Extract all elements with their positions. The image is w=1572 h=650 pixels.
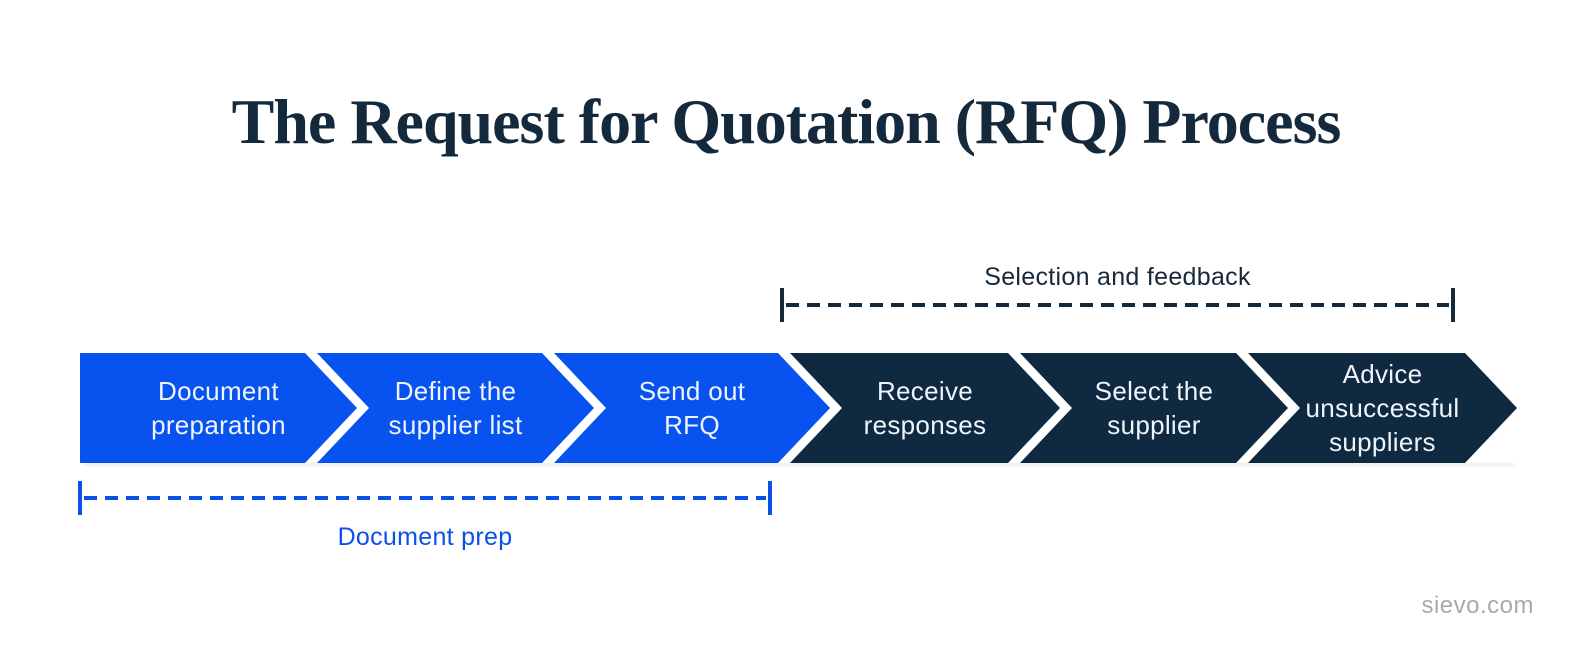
step-label: Send out RFQ <box>638 376 746 440</box>
process-step-send-out-rfq: Send out RFQ <box>554 353 830 463</box>
band-shadow <box>84 463 1514 466</box>
selection-feedback-label: Selection and feedback <box>984 263 1251 291</box>
process-step-advice-unsuccessful-suppliers: Advice unsuccessful suppliers <box>1248 353 1517 463</box>
document-prep-label: Document prep <box>337 523 513 551</box>
process-chevron-band: Document preparation Define the supplier… <box>0 353 1572 463</box>
bracket-end-cap-right <box>768 481 772 515</box>
dashed-range-line <box>786 303 1449 307</box>
step-label: Advice unsuccessful suppliers <box>1305 359 1460 457</box>
step-label: Define the supplier list <box>388 376 523 440</box>
process-step-receive-responses: Receive responses <box>790 353 1060 463</box>
document-prep-bracket: Document prep <box>78 481 772 561</box>
dashed-range-line <box>84 496 766 500</box>
step-label: Receive responses <box>863 376 987 440</box>
step-label: Select the supplier <box>1094 376 1214 440</box>
bracket-end-cap-left <box>780 288 784 322</box>
bracket-end-cap-right <box>1451 288 1455 322</box>
process-step-define-supplier-list: Define the supplier list <box>317 353 594 463</box>
step-label: Document preparation <box>151 376 286 440</box>
sievo-watermark: sievo.com <box>1421 592 1534 619</box>
process-step-document-preparation: Document preparation <box>80 353 357 463</box>
process-step-select-supplier: Select the supplier <box>1020 353 1288 463</box>
page-title: The Request for Quotation (RFQ) Process <box>231 85 1342 157</box>
selection-feedback-bracket: Selection and feedback <box>780 263 1455 333</box>
bracket-end-cap-left <box>78 481 82 515</box>
